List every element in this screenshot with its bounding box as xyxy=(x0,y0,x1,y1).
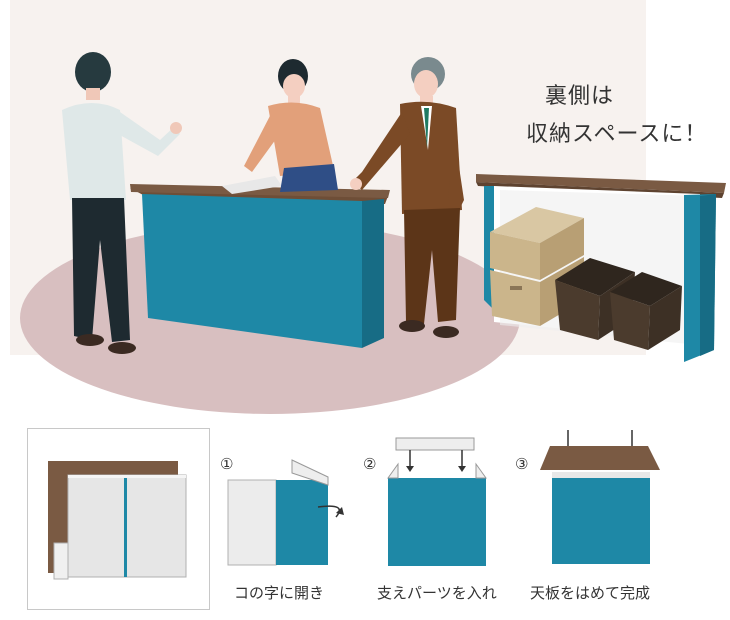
step-1-caption: コの字に開き xyxy=(234,584,325,602)
person-right xyxy=(350,57,464,338)
step-3-illustration xyxy=(540,430,660,564)
callout-line-1: 裏側は xyxy=(545,84,615,109)
front-counter xyxy=(130,176,390,348)
scene-illustration xyxy=(10,0,726,414)
callout-line-2: 収納スペースに！ xyxy=(526,122,708,147)
step-2-illustration xyxy=(387,437,487,566)
person-left xyxy=(62,52,182,354)
folded-panel-box xyxy=(27,428,210,610)
step-1-illustration xyxy=(227,459,344,566)
back-counter xyxy=(476,174,726,362)
folded-panel-illustration xyxy=(48,461,187,580)
person-middle xyxy=(244,59,338,192)
step-1-number: ① xyxy=(220,455,234,473)
step-2-caption: 支えパーツを入れ xyxy=(377,584,497,602)
step-2-number: ② xyxy=(363,455,377,473)
step-3-caption: 天板をはめて完成 xyxy=(530,584,651,602)
step-3-number: ③ xyxy=(515,455,529,473)
